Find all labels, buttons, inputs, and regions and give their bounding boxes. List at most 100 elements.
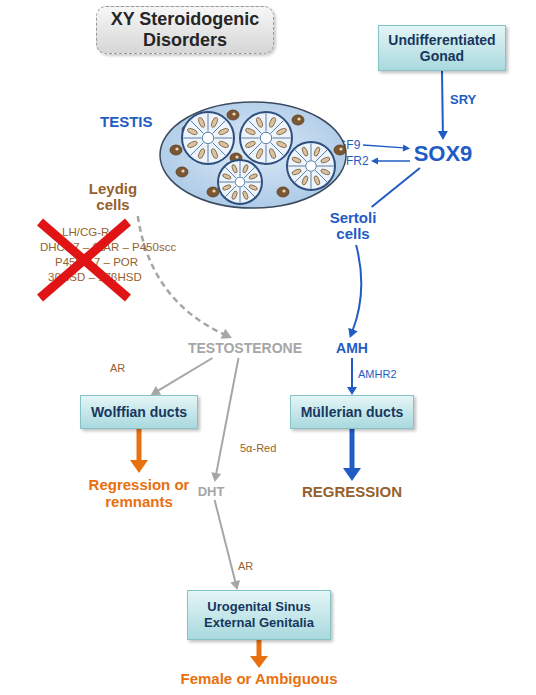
arrow-head — [211, 472, 221, 482]
arrow-head — [343, 468, 361, 481]
process-box: Wolffian ducts — [80, 395, 198, 429]
seminiferous-tubule — [240, 112, 292, 164]
tubule-spoke — [311, 143, 312, 160]
node-text: Müllerian ducts — [301, 404, 404, 420]
arrow-head — [221, 329, 232, 339]
sertoli-cell — [248, 173, 258, 180]
sertoli-cell — [276, 140, 287, 148]
arrow-head — [250, 656, 268, 668]
sertoli-cell — [197, 148, 205, 159]
arrow-head — [348, 328, 357, 338]
sertoli-cell — [255, 148, 263, 159]
tubule-spoke — [215, 138, 233, 139]
leydig-nucleus — [282, 189, 285, 192]
sertoli-cell — [231, 190, 238, 200]
sertoli-cell — [320, 168, 331, 176]
node-text: SOX9 — [414, 141, 473, 167]
edge-label: AMHR2 — [358, 368, 397, 380]
tubule-spoke — [208, 145, 209, 163]
node-text: Undifferentiated Gonad — [379, 32, 505, 64]
connector — [138, 216, 224, 334]
tubule-spoke — [246, 182, 261, 183]
sertoli-cell — [245, 140, 256, 148]
tubule-spoke — [219, 182, 234, 183]
edge-label: AR — [238, 560, 253, 572]
sertoli-cell — [210, 148, 218, 159]
leydig-nucleus — [339, 147, 342, 150]
node-text: Wolffian ducts — [91, 404, 187, 420]
sertoli-cell — [291, 156, 302, 164]
sertoli-cell — [210, 117, 218, 128]
sertoli-cell — [313, 146, 321, 157]
tubule-lumen — [202, 132, 213, 143]
connector — [363, 145, 404, 148]
sertoli-cell — [242, 190, 249, 200]
leydig-nucleus — [235, 155, 238, 158]
process-box: Urogenital Sinus External Genitalia — [187, 590, 331, 640]
outcome-label: Regression or remnants — [78, 473, 200, 513]
sertoli-cell — [218, 140, 229, 148]
connector — [216, 358, 238, 474]
tubule-spoke — [241, 138, 259, 139]
sertoli-cell — [222, 173, 232, 180]
sertoli-cell — [222, 184, 232, 191]
connector — [351, 358, 353, 388]
gene-label: SOX9 — [410, 140, 476, 168]
seminiferous-tubule — [287, 142, 335, 190]
tubule-lumen — [235, 177, 245, 187]
tubule-spoke — [317, 166, 334, 167]
connector — [215, 500, 236, 582]
outcome-label: REGRESSION — [292, 481, 412, 503]
process-box: Müllerian ducts — [290, 395, 414, 429]
sertoli-cell — [313, 175, 321, 186]
enzyme-label: P450c17 – POR — [55, 256, 138, 268]
leydig-cell — [176, 167, 188, 177]
testis-ellipse — [160, 102, 346, 208]
title-text: XY Steroidogenic Disorders — [97, 9, 273, 50]
tubule-spoke — [266, 113, 267, 131]
leydig-nucleus — [212, 189, 215, 192]
edge-label: AR — [110, 362, 125, 374]
leydig-cell — [207, 187, 219, 197]
sertoli-cell — [242, 164, 249, 174]
sertoli-cell — [218, 127, 229, 135]
sertoli-cell — [248, 184, 258, 191]
node-text: Sertoli cells — [322, 210, 384, 243]
edge-label: 5α-Red — [240, 442, 276, 454]
leydig-cell — [227, 110, 239, 120]
connector — [372, 168, 420, 207]
enzyme-label: DHCR7 – StAR – P450scc — [40, 241, 176, 253]
arrow-head — [230, 580, 240, 590]
node-text: DHT — [198, 484, 225, 499]
leydig-nucleus — [175, 147, 178, 150]
arrow-head — [347, 387, 357, 395]
tubule-spoke — [273, 138, 291, 139]
outcome-label: Female or Ambiguous — [169, 668, 349, 690]
node-text: Urogenital Sinus External Genitalia — [188, 599, 330, 630]
arrow-head — [403, 144, 410, 151]
sertoli-cell — [231, 164, 238, 174]
tubule-lumen — [260, 132, 271, 143]
process-box: Undifferentiated Gonad — [378, 25, 506, 71]
seminiferous-tubule — [182, 112, 234, 164]
leydig-nucleus — [232, 112, 235, 115]
arrow-head — [130, 460, 148, 473]
node-text: Female or Ambiguous — [181, 670, 338, 687]
title-box: XY Steroidogenic Disorders — [96, 6, 274, 54]
node-text: REGRESSION — [302, 484, 402, 501]
testis-illustration: TESTIS — [158, 100, 348, 210]
leydig-cell — [170, 145, 182, 155]
tubule-spoke — [240, 161, 241, 176]
hormone-label: TESTOSTERONE — [180, 338, 310, 358]
enzyme-label: LH/CG-R — [62, 226, 109, 238]
tubule-spoke — [288, 166, 305, 167]
arrow-head — [438, 131, 448, 140]
sertoli-cell — [187, 127, 198, 135]
connector — [441, 71, 444, 132]
tubule-spoke — [240, 188, 241, 203]
tubule-lumen — [306, 161, 317, 172]
tubule-spoke — [311, 172, 312, 189]
sertoli-cell — [197, 117, 205, 128]
seminiferous-tubule — [218, 160, 262, 204]
